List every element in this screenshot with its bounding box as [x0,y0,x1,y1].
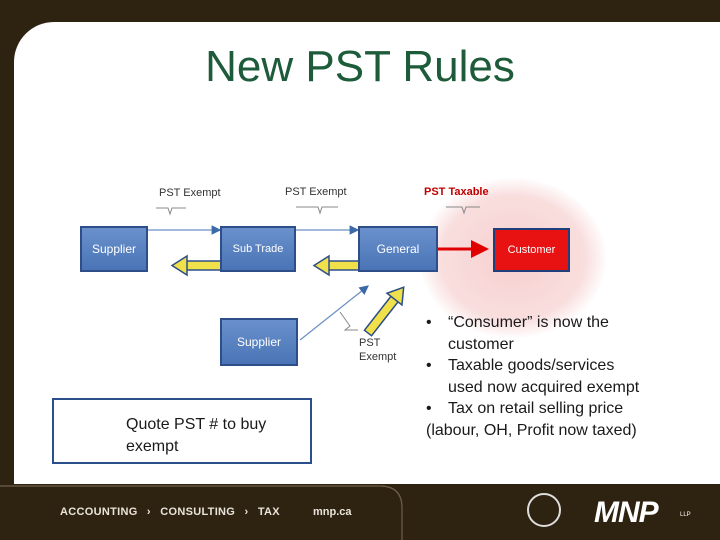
bullet-text: “Consumer” is now the [448,314,609,331]
footer: ACCOUNTING › CONSULTING › TAX mnp.ca MNP… [0,484,720,540]
pst-exempt-2-bracket [296,206,338,215]
bullet-text: used now acquired exempt [448,378,640,396]
footer-nav: ACCOUNTING › CONSULTING › TAX [60,506,280,518]
pst-exempt-label-2: PST Exempt [285,186,347,198]
bullet-item: • Tax on retail selling price [422,398,712,420]
general-box: General [358,226,438,272]
page-title: New PST Rules [205,42,515,91]
footer-nav-accounting[interactable]: ACCOUNTING [60,506,138,518]
bullet-marker: • [426,400,432,417]
bullet-text: Taxable goods/services [448,357,615,374]
pst-exempt-label-3-line2: Exempt [359,351,397,363]
bullet-list: • “Consumer” is now the customer • Taxab… [422,312,712,441]
footer-nav-tax[interactable]: TAX [257,506,280,518]
pst-exempt-label-3-line1: PST [359,337,381,349]
pst-taxable-bracket [446,206,480,215]
mnp-logo-suffix: LLP [680,512,691,518]
supplier2-box: Supplier [220,318,298,366]
legend-text: Quote PST # to buy exempt [126,416,267,455]
footer-nav-consulting[interactable]: CONSULTING [160,506,236,518]
bullet-text: customer [448,335,514,353]
bullet-marker: • [426,314,432,331]
yellow-arrow-diagonal [363,286,405,337]
supplier2-to-general-arrow [299,285,369,341]
legend-box: Quote PST # to buy exempt [52,398,312,464]
award-badge-icon [527,493,561,527]
supplier-box: Supplier [80,226,148,272]
pst-exempt-3-bracket [339,311,358,331]
pst-exempt-1-bracket [156,207,186,216]
pst-taxable-label: PST Taxable [424,186,489,198]
pst-exempt-label-1: PST Exempt [159,187,221,199]
footer-url-link[interactable]: mnp.ca [313,506,352,518]
sub-trade-box: Sub Trade [220,226,296,272]
footer-divider-curve [0,485,403,540]
bullet-marker: • [426,357,432,374]
bullet-text: Tax on retail selling price [448,400,624,417]
bullet-tail: (labour, OH, Profit now taxed) [426,421,637,439]
chevron-right-icon: › [244,506,249,518]
bullet-item: • “Consumer” is now the customer [422,312,712,355]
customer-box: Customer [493,228,570,272]
mnp-logo: MNP [594,496,659,529]
bullet-item: • Taxable goods/services used now acquir… [422,355,712,398]
chevron-right-icon: › [146,506,151,518]
